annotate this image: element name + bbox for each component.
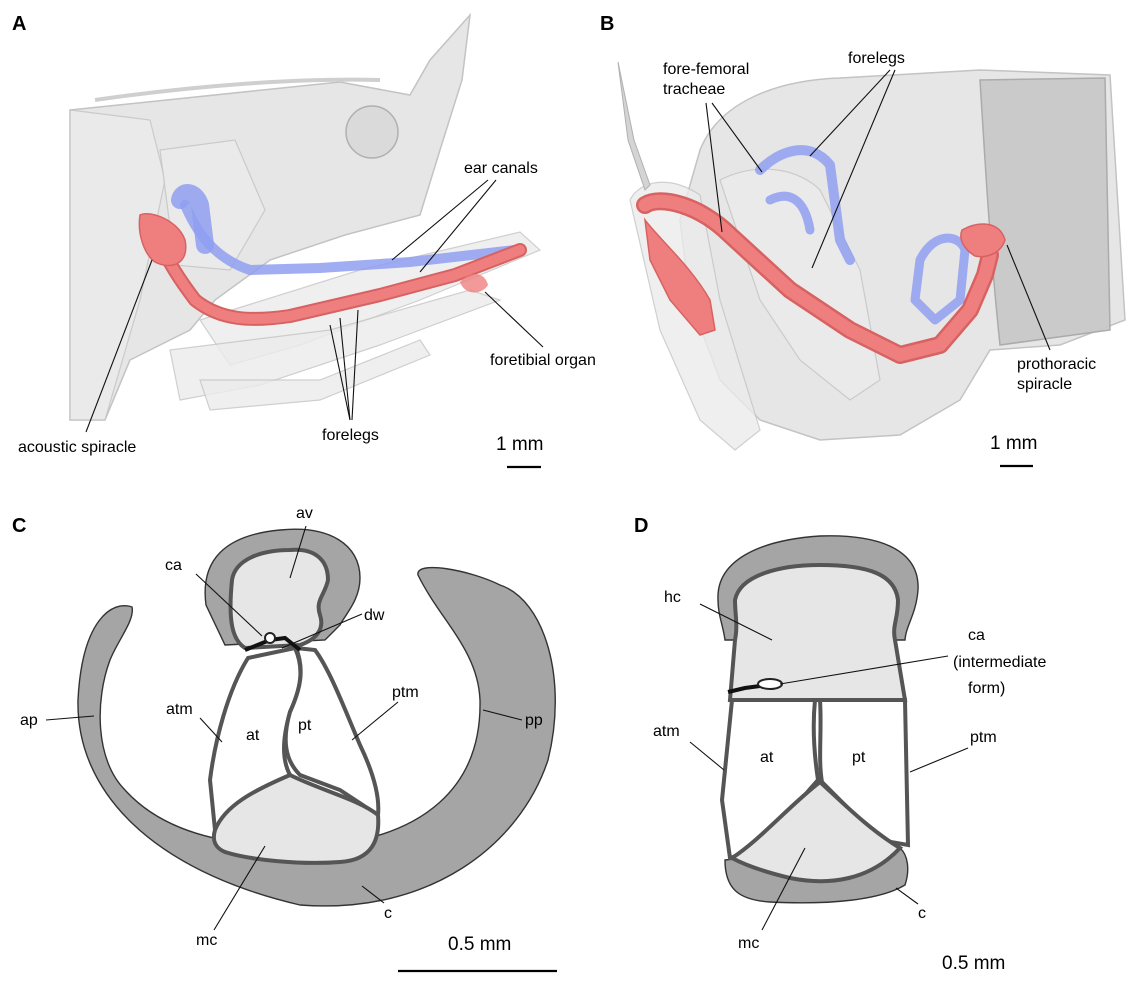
label-fore-femoral-line2: tracheae <box>663 81 725 98</box>
leader-c-d <box>896 888 918 904</box>
label-c-d: c <box>918 905 926 922</box>
label-forelegs-a: forelegs <box>322 427 379 444</box>
panel-d-letter: D <box>634 515 648 537</box>
label-ap: ap <box>20 712 38 729</box>
label-atm-d: atm <box>653 723 680 740</box>
panel-c: C av ca dw atm at pt ptm ap pp mc c <box>12 505 557 971</box>
label-ca-d-sub1: (intermediate <box>953 654 1046 671</box>
label-at-d: at <box>760 749 774 766</box>
label-fore-femoral-line1: fore-femoral <box>663 61 749 78</box>
panel-a: A ear canals foretibial organ <box>12 13 596 467</box>
scale-label-b: 1 mm <box>990 433 1038 454</box>
label-prothoracic-line2: spiracle <box>1017 376 1072 393</box>
label-mc-c: mc <box>196 932 217 949</box>
label-atm-c: atm <box>166 701 193 718</box>
panel-d: D hc ca (intermediate form) atm at pt pt… <box>634 515 1046 974</box>
label-pt-d: pt <box>852 749 866 766</box>
label-at-c: at <box>246 727 260 744</box>
leader-ptm-c <box>352 702 398 740</box>
label-ear-canals: ear canals <box>464 160 538 177</box>
label-acoustic-spiracle: acoustic spiracle <box>18 439 136 456</box>
label-av: av <box>296 505 313 522</box>
leader-atm-d <box>690 742 724 770</box>
label-ptm-c: ptm <box>392 684 419 701</box>
label-c-c: c <box>384 905 392 922</box>
scale-label-c: 0.5 mm <box>448 934 511 955</box>
panel-a-letter: A <box>12 13 26 35</box>
panel-b: B fore-femoral tracheae forelegs prothor… <box>600 13 1125 466</box>
label-pp: pp <box>525 712 543 729</box>
label-hc: hc <box>664 589 681 606</box>
label-ptm-d: ptm <box>970 729 997 746</box>
leader-foretibial-organ <box>485 292 543 347</box>
label-dw: dw <box>364 607 385 624</box>
panel-a-specimen-render <box>70 15 540 420</box>
label-mc-d: mc <box>738 935 759 952</box>
panel-b-letter: B <box>600 13 614 35</box>
label-ca-d-sub2: form) <box>968 680 1005 697</box>
label-pt-c: pt <box>298 717 312 734</box>
panel-c-letter: C <box>12 515 26 537</box>
av-cavity-c <box>231 550 328 648</box>
label-ca-c: ca <box>165 557 182 574</box>
label-prothoracic-line1: prothoracic <box>1017 356 1096 373</box>
scale-label-a: 1 mm <box>496 434 544 455</box>
label-ca-d: ca <box>968 627 985 644</box>
label-foretibial-organ: foretibial organ <box>490 352 596 369</box>
scale-label-d: 0.5 mm <box>942 953 1005 974</box>
leader-ptm-d <box>910 748 968 772</box>
label-forelegs-b: forelegs <box>848 50 905 67</box>
